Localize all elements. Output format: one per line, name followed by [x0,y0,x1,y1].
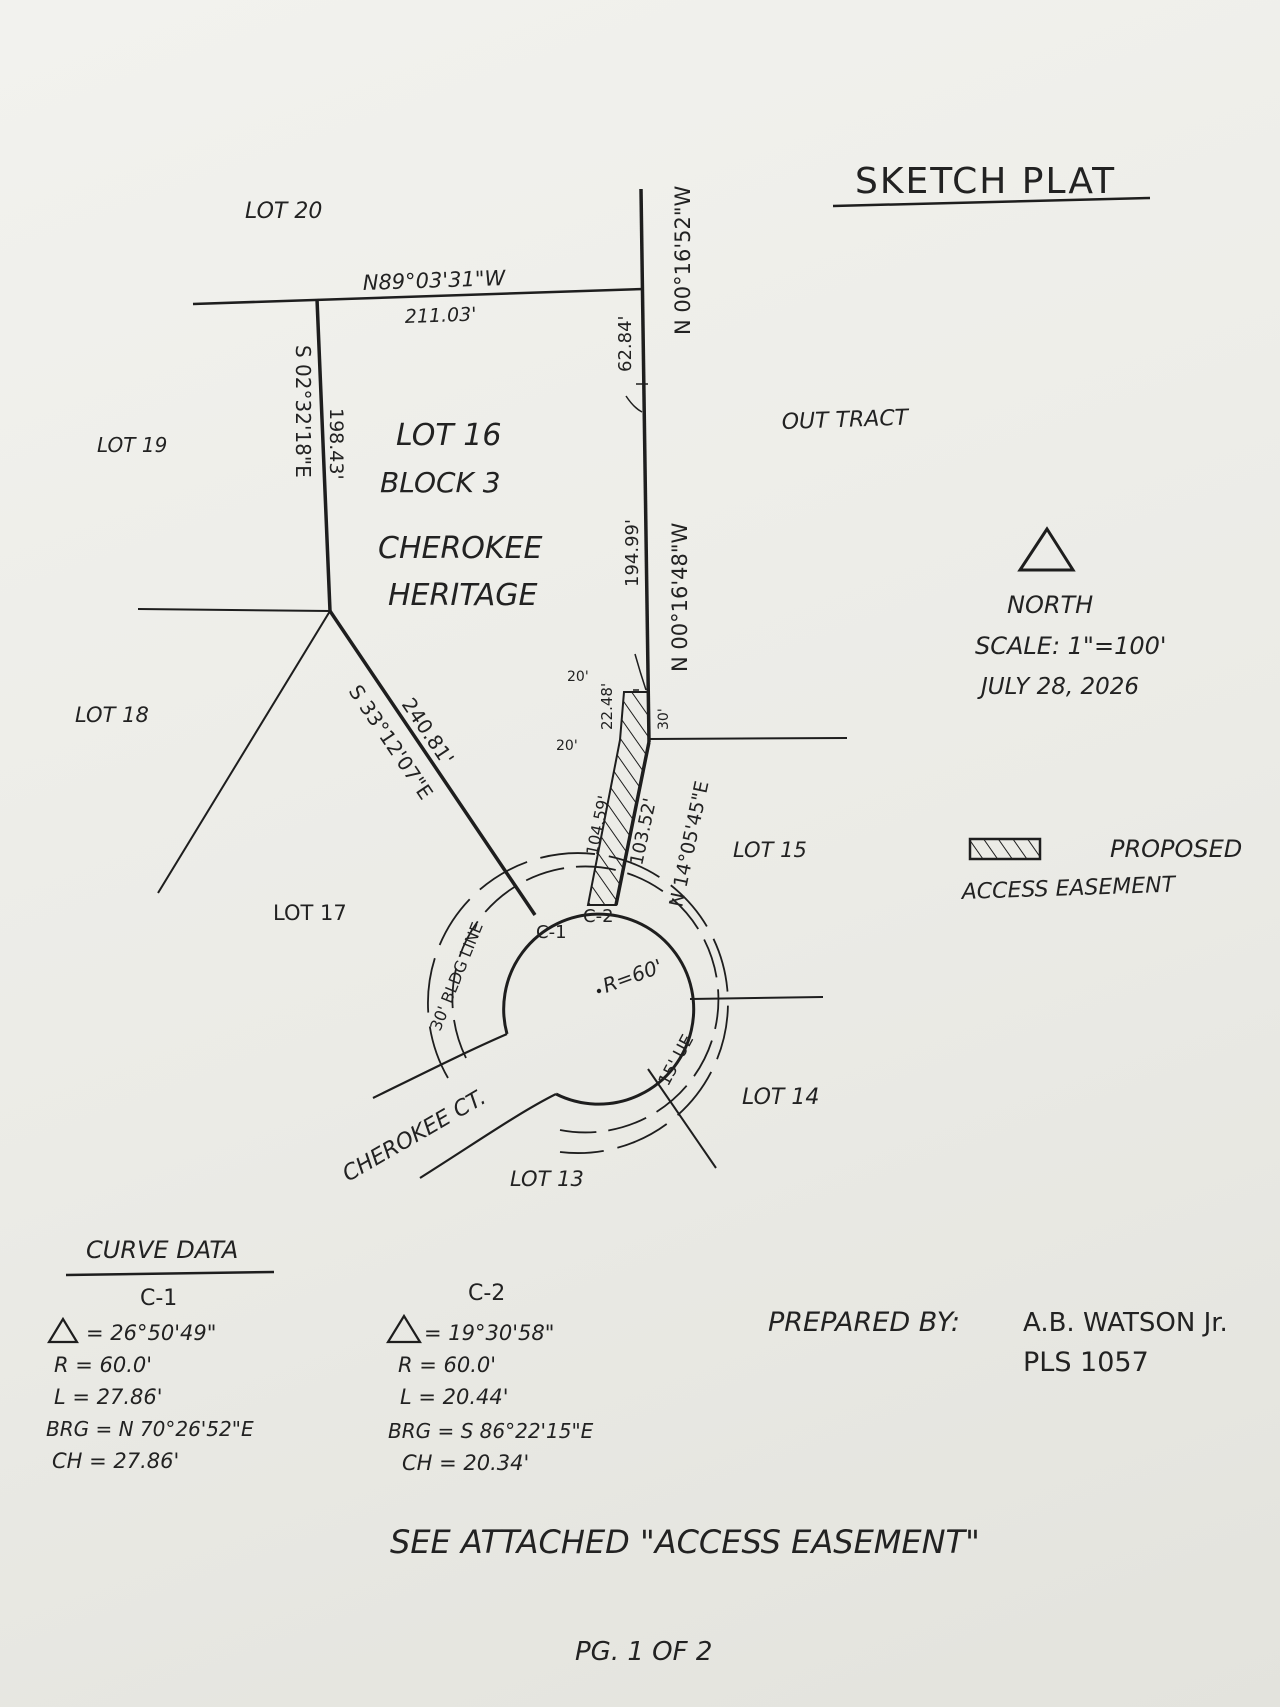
north-arrow-icon [1017,526,1076,572]
building-line-ring [451,865,720,1134]
cul-de-sac-labels: C-1 C-2 R=60' 30' BLDG LINE 15' UE CHERO… [339,906,699,1187]
north-label: NORTH [1007,591,1093,619]
scale-label: SCALE: 1"=100' [975,632,1166,660]
east-upper-bearing: N 00°16'52"W [671,186,695,335]
top-bearing: N89°03'31"W [362,266,507,295]
cul-de-sac-arc [502,912,696,1106]
legend-swatch [968,837,1042,861]
cul-de-sac [427,852,729,1154]
west-bearing: S 02°32'18"E [291,345,315,478]
lot-labels: LOT 20 LOT 19 LOT 18 LOT 17 LOT 15 LOT 1… [75,199,910,1191]
se-bearing: N 14°05'45"E [665,779,713,909]
attachment-note: SEE ATTACHED "ACCESS EASEMENT" [390,1523,980,1561]
east-boundary-line [639,188,651,743]
lot19-lot18-line [137,608,331,612]
subject-line2: BLOCK 3 [380,466,501,499]
east-lower-distance: 194.99' [622,519,643,587]
street-south-line [419,1093,557,1179]
subject-lot-label: LOT 16 BLOCK 3 CHEROKEE HERITAGE [378,418,543,613]
delta-icon-c2 [386,1313,422,1344]
lot17-label: LOT 17 [273,901,347,925]
delta-icon [47,1316,79,1344]
c1-heading: C-1 [140,1286,177,1311]
legend: PROPOSED ACCESS EASEMENT [959,835,1242,905]
c2-radius: R = 60.0' [398,1353,496,1377]
top-boundary-line [192,287,645,306]
east-lower-bearing: N 00°16'48"W [668,523,692,672]
c2-delta: = 19°30'58" [424,1321,554,1345]
southwest-boundary-line [328,610,537,916]
street-label: CHEROKEE CT. [339,1085,491,1187]
lot-lines [137,188,848,1179]
c1-delta: = 26°50'49" [86,1321,216,1345]
subject-line1: LOT 16 [396,418,501,453]
top-distance: 211.03' [404,304,476,328]
title-underline [832,196,1151,208]
bldg-line-label: 30' BLDG LINE [426,920,487,1034]
dim-20-bottom: 20' [556,738,578,754]
radius-label: R=60' [600,954,666,998]
east-upper-distance: 62.84' [615,316,636,372]
lot15-label: LOT 15 [733,838,807,862]
c2-length: L = 20.44' [400,1385,509,1409]
date-label: JULY 28, 2026 [977,674,1139,700]
easement-inner-upper: 22.48' [598,683,616,730]
lot18-label: LOT 18 [75,703,149,727]
access-easement-strip [586,383,651,906]
west-boundary-line [315,298,332,612]
lot14-lot13-line [647,1068,717,1169]
prepared-label: PREPARED BY: [768,1307,960,1338]
title-block: SKETCH PLAT [832,161,1151,208]
lot18-lot17-line [157,610,331,894]
lot13-label: LOT 13 [510,1167,584,1191]
easement-ring [427,852,729,1154]
lot20-label: LOT 20 [245,199,322,224]
c1-radius: R = 60.0' [54,1353,152,1377]
dim-30: 30' [656,708,672,730]
prepared-by-block: PREPARED BY: A.B. WATSON Jr. PLS 1057 [768,1307,1228,1378]
curve-data-underline [65,1270,275,1277]
easement-hatch [586,691,651,906]
lot15-outtract-line [648,737,848,740]
out-tract-label: OUT TRACT [781,406,910,435]
street-north-line [372,1032,508,1099]
lot14-label: LOT 14 [742,1085,819,1110]
c1-bearing: BRG = N 70°26'52"E [46,1417,254,1441]
c2-bearing: BRG = S 86°22'15"E [388,1419,594,1443]
c1-chord: CH = 27.86' [52,1449,179,1473]
subject-line4: HERITAGE [388,578,538,613]
surveyor-license: PLS 1057 [1023,1347,1149,1378]
west-distance: 198.43' [325,408,347,480]
curve-data-heading: CURVE DATA [86,1236,238,1264]
surveyor-name: A.B. WATSON Jr. [1023,1308,1228,1338]
center-point [596,988,602,994]
legend-line1: PROPOSED [1110,835,1242,863]
c1-label: C-1 [536,922,567,943]
lot15-lot14-line [689,996,824,1000]
east-dim-arrow [625,395,643,413]
lot19-label: LOT 19 [97,433,167,457]
c2-label: C-2 [583,906,614,927]
c2-heading: C-2 [468,1281,505,1306]
legend-line2: ACCESS EASEMENT [959,873,1177,906]
easement-arrow [634,653,647,691]
c1-length: L = 27.86' [54,1385,163,1409]
dim-20-top: 20' [567,669,589,685]
c2-chord: CH = 20.34' [402,1451,529,1475]
curve-data-table: CURVE DATA C-1 = 26°50'49" R = 60.0' L =… [46,1236,594,1475]
page-number: PG. 1 OF 2 [575,1637,712,1667]
subject-line3: CHEROKEE [378,531,543,566]
page-title: SKETCH PLAT [855,161,1116,202]
north-arrow-block: NORTH SCALE: 1"=100' JULY 28, 2026 [975,526,1166,700]
ue-label: 15' UE [655,1031,698,1089]
